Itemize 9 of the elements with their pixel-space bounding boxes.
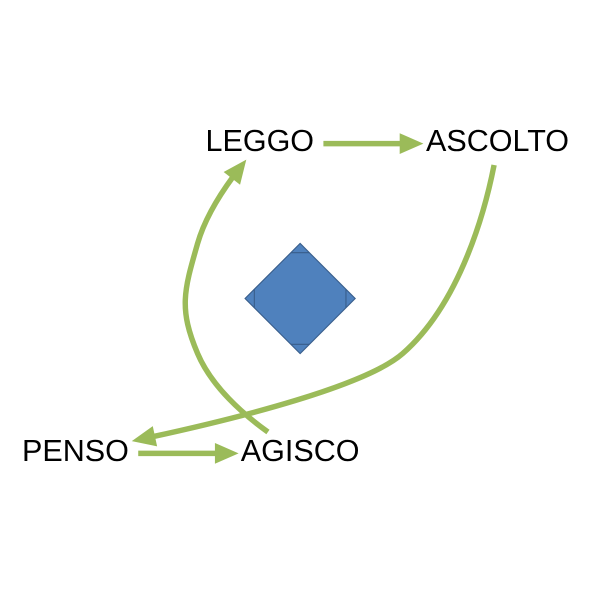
arrow: [182, 159, 270, 434]
node-text: PENSO: [22, 433, 129, 468]
arrow: [323, 132, 424, 154]
node-text: LEGGO: [206, 124, 314, 158]
node-cross: [244, 242, 356, 354]
node-text: AGISCO: [240, 433, 360, 468]
node-text: ASCOLTO: [426, 124, 570, 158]
arrow: [138, 442, 239, 464]
arrow: [132, 164, 497, 446]
